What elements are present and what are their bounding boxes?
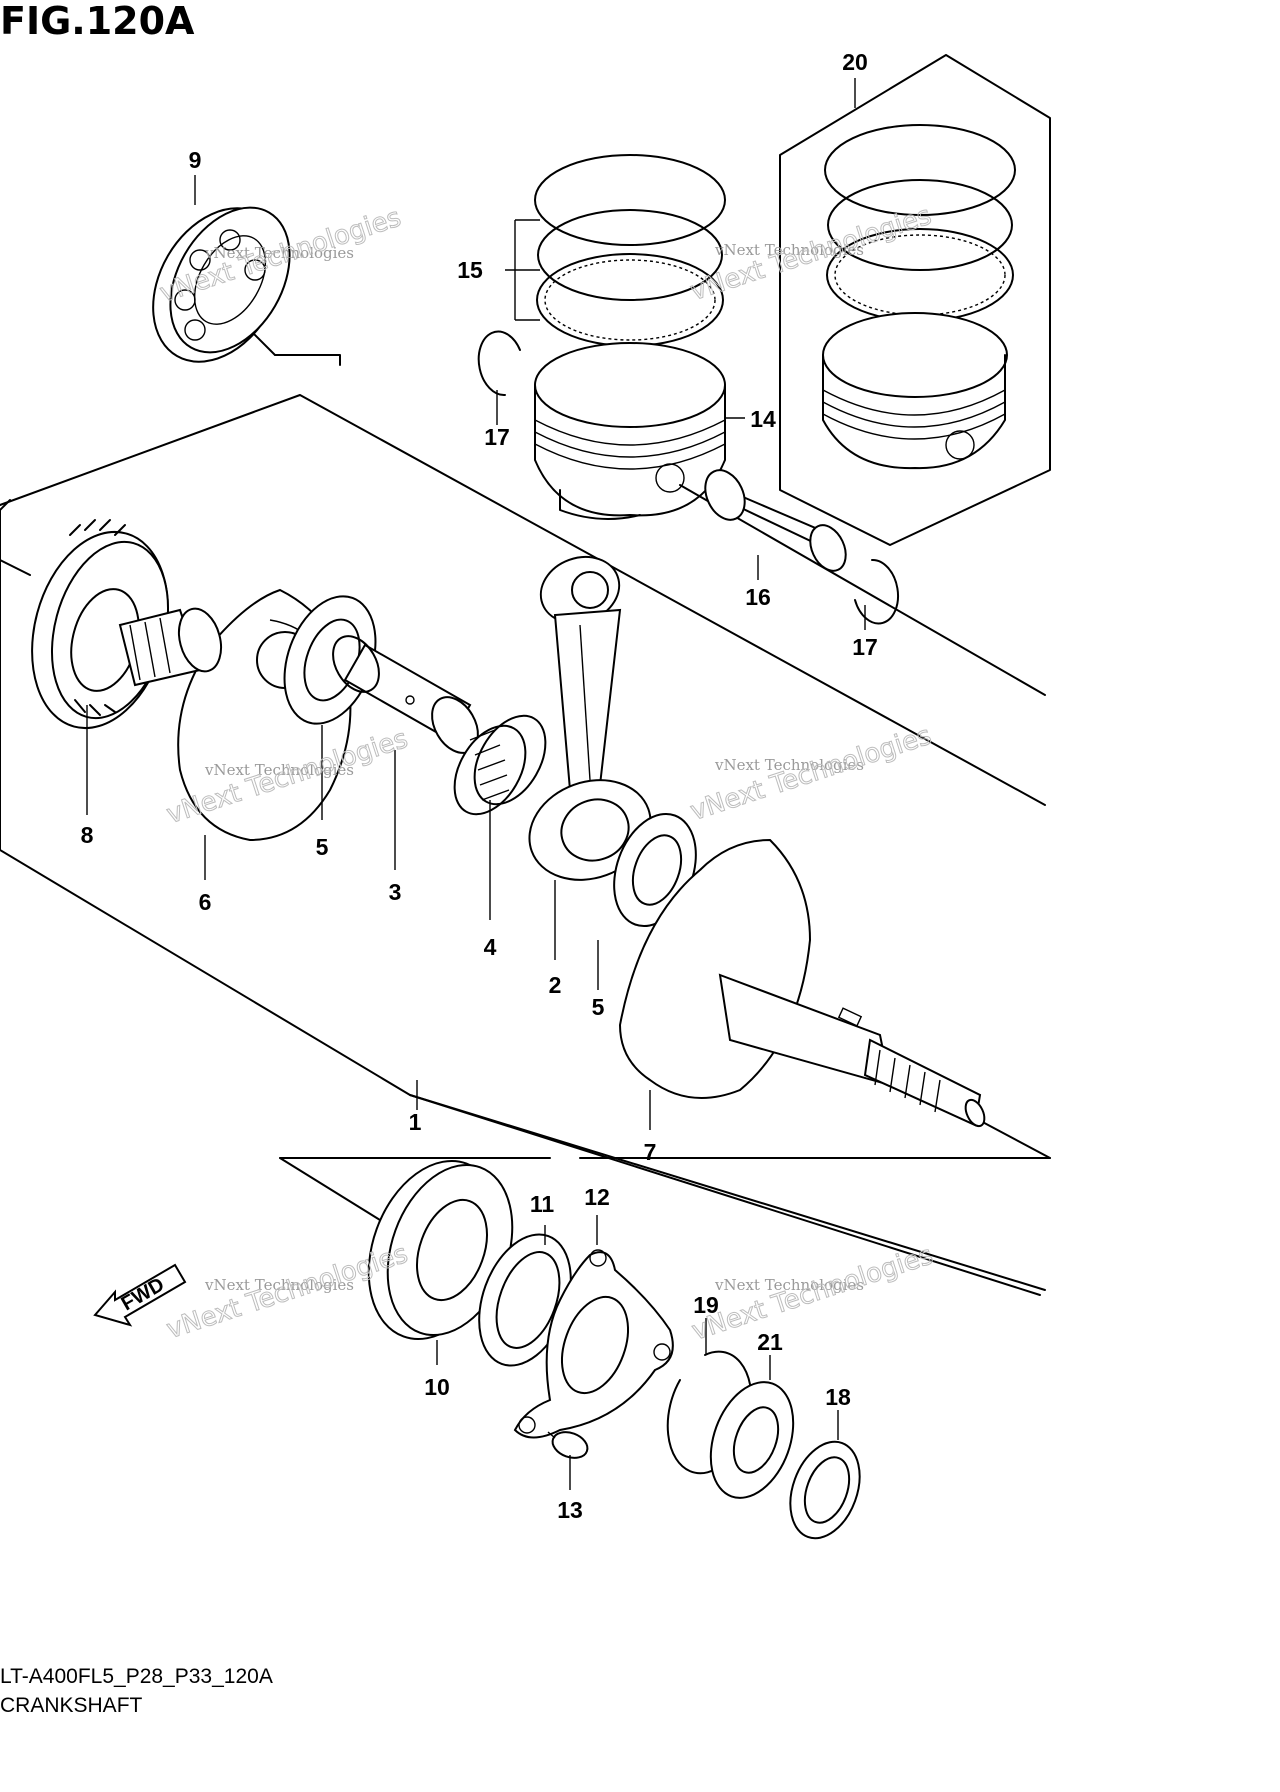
figure-title: FIG.120A	[0, 0, 195, 43]
callout-8: 8	[81, 822, 94, 848]
svg-text:vNext Technologies: vNext Technologies	[714, 756, 864, 774]
circlip-17a	[477, 330, 521, 397]
callout-2: 2	[549, 972, 562, 998]
assembly-outline	[0, 324, 1051, 1296]
callout-17b: 17	[852, 634, 878, 660]
seal-18	[789, 1440, 861, 1540]
callout-20: 20	[842, 49, 868, 75]
callout-6: 6	[199, 889, 212, 915]
piston-set-20	[822, 124, 1016, 470]
bearing-21	[709, 1381, 795, 1499]
bearing-9	[152, 206, 291, 363]
callout-21: 21	[757, 1329, 783, 1355]
callout-1: 1	[409, 1109, 422, 1135]
washer-5a	[283, 595, 377, 725]
callout-9: 9	[189, 147, 202, 173]
retainer-12	[513, 1249, 674, 1439]
piston-14	[534, 342, 726, 520]
watermark-6: vNext Technologies vNext Technologies	[688, 1240, 937, 1347]
callout-5b: 5	[592, 994, 605, 1020]
fwd-label: FWD	[118, 1274, 168, 1316]
svg-text:vNext Technologies: vNext Technologies	[714, 241, 864, 259]
piston-pin-16	[704, 469, 847, 572]
callout-10: 10	[424, 1374, 450, 1400]
callout-11: 11	[530, 1191, 555, 1217]
callout-5a: 5	[316, 834, 329, 860]
svg-text:vNext Technologies: vNext Technologies	[204, 761, 354, 779]
bearing-10	[367, 1159, 514, 1341]
callout-14: 14	[750, 406, 776, 432]
figure-code: LT-A400FL5_P28_P33_120A	[0, 1665, 273, 1688]
piston-rings-15	[534, 154, 726, 347]
svg-text:vNext Technologies: vNext Technologies	[204, 244, 354, 262]
svg-text:vNext Technologies: vNext Technologies	[714, 1276, 864, 1294]
callout-4: 4	[484, 934, 497, 960]
callout-12: 12	[584, 1184, 610, 1210]
screw-13	[547, 1431, 589, 1459]
callout-16: 16	[745, 584, 771, 610]
watermark-4: vNext Technologies vNext Technologies	[686, 720, 935, 827]
needle-bearing-4	[453, 714, 547, 816]
callout-labels: 1 2 3 4 5 5 6 7 8 9 10 11 12 13 14 15 16…	[81, 49, 878, 1523]
leader-lines	[86, 78, 866, 1490]
crank-shaft-left	[118, 607, 223, 687]
callout-3: 3	[389, 879, 402, 905]
watermark-2: vNext Technologies vNext Technologies	[686, 200, 935, 307]
callout-15: 15	[457, 257, 483, 283]
callout-18: 18	[825, 1384, 851, 1410]
crank-half-7	[618, 838, 986, 1128]
callout-7: 7	[644, 1139, 657, 1165]
callout-17a: 17	[484, 424, 510, 450]
crank-pin-3	[332, 635, 479, 754]
figure-name: CRANKSHAFT	[0, 1694, 143, 1717]
svg-text:vNext Technologies: vNext Technologies	[204, 1276, 354, 1294]
callout-19: 19	[693, 1292, 719, 1318]
circlip-17b	[854, 558, 900, 625]
callout-13: 13	[557, 1497, 583, 1523]
piston-set-box	[779, 54, 1051, 546]
